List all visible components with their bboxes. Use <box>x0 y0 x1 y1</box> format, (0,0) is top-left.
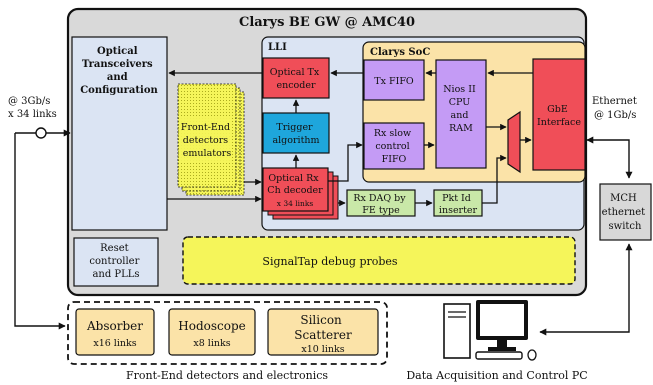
optical-tx-encoder-label: Optical Tx encoder <box>270 67 323 91</box>
arrow-rx-to-slowcontrol <box>328 141 363 182</box>
silicon-scatterer-label: Silicon Scatterer <box>294 313 352 342</box>
mch-switch-label: MCH ethernet switch <box>602 193 649 232</box>
rx-slow-control-label: Rx slow control FIFO <box>374 128 414 165</box>
fe-emulators-label: Front-End detectors emulators <box>181 122 233 159</box>
nios-cpu-label: Nios II CPU and RAM <box>443 84 479 134</box>
optical-rx-label: Optical Rx Ch decoder <box>267 173 323 196</box>
link-mch-to-pc <box>539 243 633 336</box>
optical-transceivers-box <box>71 36 168 231</box>
optical-rx-links: x 34 links <box>277 199 314 208</box>
absorber-box <box>75 308 155 356</box>
gbe-interface-box <box>532 58 586 171</box>
absorber-label: Absorber <box>86 319 143 333</box>
optical-transceivers-label: Optical Transceivers and Configuration <box>80 46 158 96</box>
mch-switch-box <box>599 183 652 241</box>
ethernet-label: Ethernet @ 1Gb/s <box>592 96 640 121</box>
gbe-interface-label: GbE Interface <box>537 104 581 128</box>
reset-controller-label: Reset controller and PLLs <box>89 243 142 280</box>
silicon-scatterer-links: x10 links <box>301 344 344 355</box>
rx-daq-label: Rx DAQ by FE type <box>353 193 408 216</box>
silicon-scatterer-box <box>267 308 379 356</box>
tx-fifo-box <box>363 59 425 101</box>
nios-cpu-box <box>435 59 487 169</box>
trigger-algorithm-label: Trigger algorithm <box>272 122 319 146</box>
daq-caption: Data Acquisition and Control PC <box>406 369 587 382</box>
absorber-links: x16 links <box>93 338 136 349</box>
hodoscope-label: Hodoscope <box>178 319 245 333</box>
pkt-id-box <box>433 189 483 217</box>
fe-emulator-label-bg <box>180 118 232 162</box>
optical-tx-encoder-box <box>262 57 330 99</box>
frontend-caption: Front-End detectors and electronics <box>126 369 328 382</box>
mux-block <box>507 110 521 174</box>
gw-title: Clarys BE GW @ AMC40 <box>239 15 415 30</box>
hodoscope-links: x8 links <box>193 338 230 349</box>
trigger-algorithm-box <box>262 112 330 154</box>
tx-fifo-label: Tx FIFO <box>374 76 414 87</box>
hodoscope-box <box>168 308 256 356</box>
signaltap-label: SignalTap debug probes <box>262 255 398 268</box>
link-gbe-to-mch <box>586 136 633 179</box>
rx-slow-control-box <box>363 122 425 170</box>
link-optical-to-frontend <box>14 133 66 330</box>
pkt-id-label: Pkt Id inserter <box>439 193 478 216</box>
optical-connector-icon <box>35 127 47 139</box>
pc-icon <box>443 300 537 361</box>
arrow-pktid-to-mux <box>482 154 507 204</box>
reset-controller-box <box>73 237 159 287</box>
lli-label: LLI <box>268 42 287 53</box>
clarys-soc-label: Clarys SoC <box>370 47 430 58</box>
left-link-rate: @ 3Gb/s x 34 links <box>8 96 57 120</box>
